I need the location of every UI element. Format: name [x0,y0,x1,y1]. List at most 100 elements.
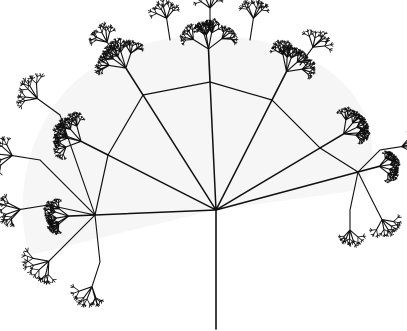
tree-twig [288,46,289,48]
tree-twig [377,230,378,235]
tree-twig [6,194,7,197]
tree-twig [262,10,267,11]
tree-twig [313,73,314,75]
tree-twig [78,298,84,299]
tree-twig [358,243,359,246]
tree-twig [47,220,48,221]
tree-branch [167,18,170,40]
tree-twig [394,218,399,222]
tree-twig [313,70,315,71]
tree-twig [48,275,53,280]
tree-twig [35,270,39,275]
tree-twig [58,203,59,209]
tree-twig [397,170,398,171]
tree-twig [23,93,26,97]
tree-twig [371,234,374,235]
tree-twig [377,220,382,230]
tree-twig [168,4,170,9]
tree-twig [358,236,363,237]
tree-twig [24,259,27,261]
tree-twig [392,154,393,155]
tree-twig [177,10,179,11]
tree-twig [2,206,7,210]
tree-twig [394,165,395,166]
tree-twig [254,4,257,9]
tree-twig [1,156,12,165]
tree-twig [196,2,201,4]
tree-twig [197,0,202,2]
tree-twig [325,46,330,49]
tree-twig [396,175,397,176]
tree-twig [64,158,65,160]
tree-twig [92,40,96,43]
tree-twig [37,84,38,99]
tree-twig [398,162,399,163]
tree-twig [387,229,388,234]
tree-twig [56,144,57,145]
tree-twig [102,28,103,33]
tree-branch [92,262,100,287]
tree-twig [93,33,94,35]
tree-twig [95,30,96,33]
tree-twig [107,26,108,28]
tree-twig [20,88,22,90]
tree-twig [40,73,41,77]
tree-twig [32,79,37,84]
tree-twig [105,23,106,25]
tree-twig [0,157,1,160]
background-halo [23,36,372,255]
tree-twig [30,79,32,86]
tree-twig [7,140,9,145]
tree-twig [0,209,2,210]
tree-twig [58,155,60,156]
tree-twig [321,32,323,34]
tree-twig [331,45,334,46]
tree-twig [6,216,12,217]
tree-twig [22,89,28,90]
tree-twig [284,50,285,52]
tree-twig [0,164,1,165]
tree-twig [152,14,157,16]
tree-twig [192,24,194,25]
tree-twig [355,245,356,247]
tree-twig [358,237,362,240]
tree-twig [213,22,214,23]
tree-twig [367,128,368,129]
tree-twig [33,269,39,270]
tree-twig [74,287,79,291]
tree-twig [340,238,342,239]
tree-twig [82,117,83,118]
tree-twig [107,33,109,43]
tree-twig [391,225,397,226]
tree-twig [394,158,395,159]
tree-twig [286,42,287,44]
tree-twig [398,165,399,166]
tree-twig [22,262,26,263]
tree-twig [89,304,90,307]
tree-twig [361,142,362,143]
tree-twig [121,46,125,52]
tree-twig [223,27,224,28]
tree-twig [0,212,6,215]
tree-twig [123,44,124,46]
tree-twig [381,230,384,234]
tree-twig [289,44,291,45]
tree-twig [150,15,152,16]
tree-branch [372,200,382,220]
tree-twig [222,39,231,40]
tree-twig [18,100,21,101]
tree-branch [250,18,253,40]
tree-twig [310,37,313,48]
tree-twig [56,141,57,142]
tree-twig [21,106,22,109]
tree-twig [384,230,385,235]
tree-twig [313,34,315,38]
tree-branch [69,215,95,216]
tree-twig [163,2,164,7]
tree-twig [96,304,97,307]
tree-twig [37,75,40,77]
tree-twig [71,292,74,293]
tree-twig [59,123,60,125]
tree-twig [203,22,204,24]
